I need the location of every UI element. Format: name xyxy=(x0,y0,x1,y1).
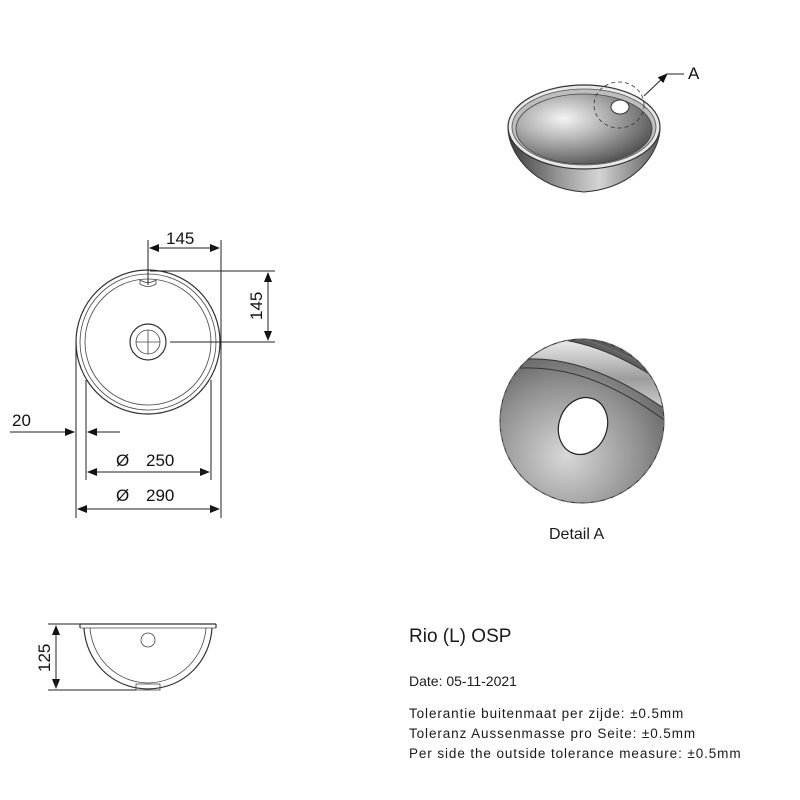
date-line: Date: 05-11-2021 xyxy=(409,673,517,689)
dim-145-vertical: 145 xyxy=(247,292,266,320)
diameter-extension-lines xyxy=(75,342,222,518)
date-label: Date: xyxy=(409,673,443,689)
drain-outer-circle xyxy=(129,323,167,361)
tolerance-line-nl: Tolerantie buitenmaat per zijde: ±0.5mm xyxy=(409,706,684,721)
bowl-profile xyxy=(83,627,213,690)
tolerance-value-nl: ±0.5mm xyxy=(630,706,685,721)
dim-290-symbol: Ø xyxy=(116,486,129,505)
dim-145-horizontal: 145 xyxy=(166,229,194,248)
overflow-hole-3d xyxy=(610,99,630,115)
tolerance-text-en: Per side the outside tolerance measure: xyxy=(409,746,683,761)
tolerance-value-en: ±0.5mm xyxy=(687,746,742,761)
dimension-diameter-250: Ø 250 xyxy=(87,451,210,476)
date-value: 05-11-2021 xyxy=(446,673,517,689)
dimension-height-145: 145 xyxy=(150,270,275,343)
dimension-rim-20: 20 xyxy=(10,411,120,436)
dimension-width-145: 145 xyxy=(147,229,222,342)
side-view xyxy=(79,623,217,691)
product-title: Rio (L) OSP xyxy=(409,626,512,647)
overflow-slot xyxy=(139,279,157,287)
dim-125: 125 xyxy=(35,644,54,672)
bowl-3d-view: A xyxy=(507,64,700,193)
dimension-depth-125: 125 xyxy=(35,623,136,691)
dim-250-symbol: Ø xyxy=(116,451,129,470)
tolerance-text-de: Toleranz Aussenmasse pro Seite: xyxy=(409,726,638,741)
dimension-diameter-290: Ø 290 xyxy=(77,486,220,513)
detail-a-caption: Detail A xyxy=(549,526,605,543)
tolerance-line-de: Toleranz Aussenmasse pro Seite: ±0.5mm xyxy=(409,726,696,741)
drain-stub xyxy=(135,683,161,691)
dim-20: 20 xyxy=(12,411,31,430)
dim-290: 290 xyxy=(146,486,174,505)
overflow-hole-detail xyxy=(557,396,609,456)
tolerance-text-nl: Tolerantie buitenmaat per zijde: xyxy=(409,706,626,721)
dim-250: 250 xyxy=(146,451,174,470)
detail-a-marker-circle xyxy=(593,81,645,129)
detail-a-view xyxy=(499,338,665,504)
tolerance-value-de: ±0.5mm xyxy=(641,726,696,741)
detail-a-marker-label: A xyxy=(688,64,700,83)
overflow-hole xyxy=(140,632,156,648)
tolerance-line-en: Per side the outside tolerance measure: … xyxy=(409,746,741,761)
